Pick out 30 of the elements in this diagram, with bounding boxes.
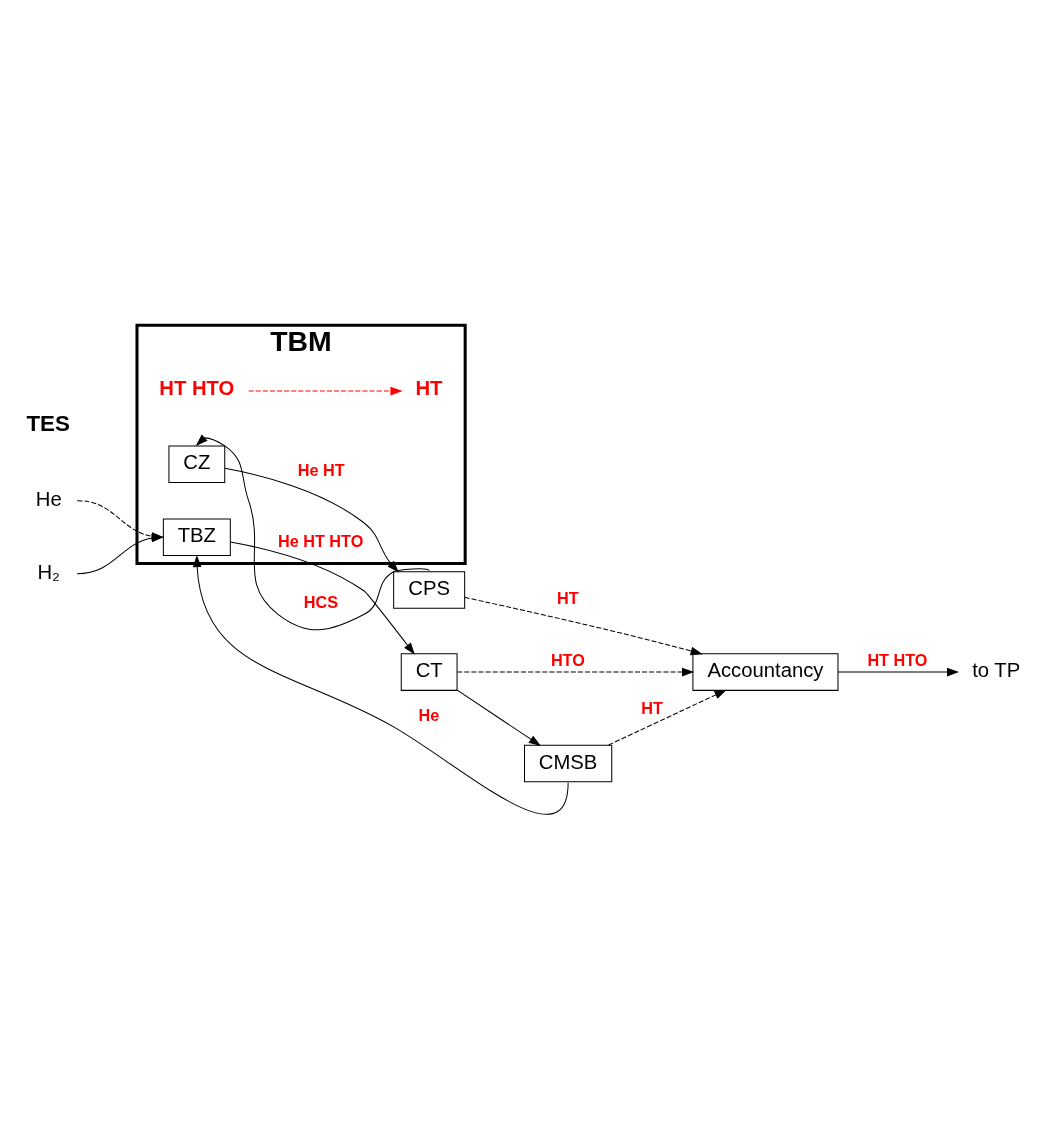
node-text: HT HTO — [159, 377, 235, 400]
edge-label: HTO — [550, 650, 585, 669]
node-box: CZ — [168, 445, 226, 483]
edge-label: He — [418, 705, 440, 724]
node-box: Accountancy — [692, 653, 839, 691]
node-box: TBZ — [162, 518, 231, 556]
arrow — [464, 596, 703, 656]
node-box: CMSB — [524, 744, 613, 783]
edge-label: He HT HTO — [278, 532, 364, 551]
edge-label: HCS — [303, 593, 339, 611]
arrow — [608, 689, 727, 746]
arrow — [224, 467, 399, 573]
arrow — [837, 667, 960, 677]
arrow — [248, 386, 403, 396]
edge-label: He HT — [297, 461, 345, 480]
edge-label: HT — [641, 698, 663, 717]
arrow — [229, 541, 415, 655]
node-text: H₂ — [37, 560, 60, 583]
edge-label: HT — [556, 588, 579, 607]
arrow — [192, 554, 569, 815]
node-text: He — [35, 487, 62, 510]
arrow — [195, 434, 430, 631]
arrow — [456, 667, 695, 677]
node-text: HT — [415, 377, 443, 400]
edge-label: HT HTO — [867, 650, 928, 669]
node-text: to TP — [972, 659, 1021, 682]
node-box: CT — [400, 653, 458, 691]
node-box: CPS — [393, 571, 466, 609]
arrow — [456, 689, 541, 746]
label: TES — [26, 411, 70, 437]
